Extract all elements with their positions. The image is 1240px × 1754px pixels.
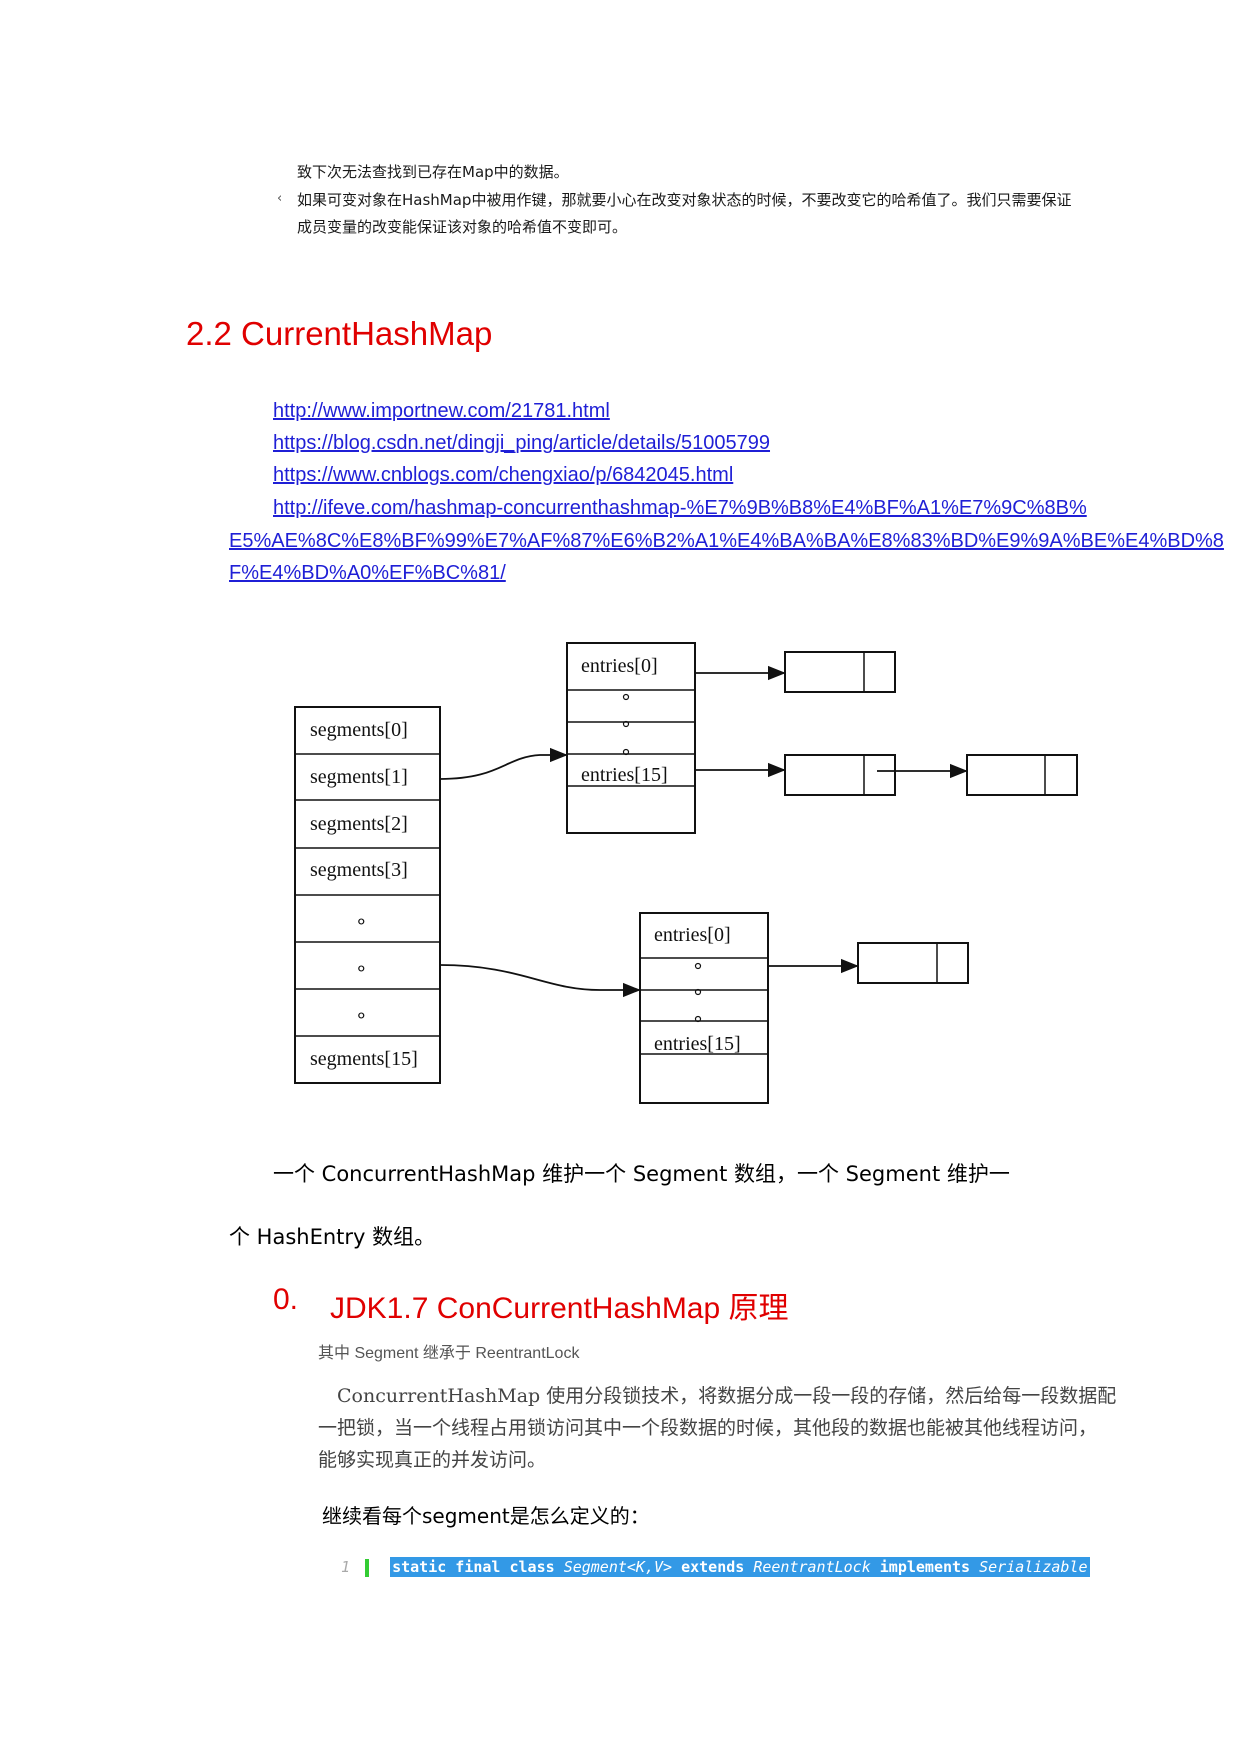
heading-jdk17: JDK1.7 ConCurrentHashMap 原理 [330,1292,789,1325]
note-line-3: 成员变量的改变能保证该对象的哈希值不变即可。 [297,218,628,236]
node-b-0 [857,942,969,984]
arrow-segment1-to-table-a [439,747,568,780]
description-line-1: 一个 ConcurrentHashMap 维护一个 Segment 数组，一个 … [273,1162,1010,1186]
note-line-2: 如果可变对象在HashMap中被用作键，那就要小心在改变对象状态的时候，不要改变… [297,191,1072,209]
body-line-3: 能够实现真正的并发访问。 [318,1449,547,1471]
code-highlight: static final class Segment<K,V> extends … [390,1557,1090,1577]
link-csdn[interactable]: https://blog.csdn.net/dingji_ping/articl… [273,432,771,454]
link-ifeve-part-2[interactable]: E5%AE%8C%E8%BF%99%E7%AF%87%E6%B2%A1%E4%B… [229,530,1224,552]
heading-number: 0. [273,1283,299,1316]
bullet-marker: ‹ [277,191,283,206]
code-keyword-modifiers: static final class [392,1558,555,1576]
segment-ellipsis-2: ∘ [355,958,368,980]
code-keyword-extends: extends [681,1558,745,1576]
description-line-2: 个 HashEntry 数组。 [229,1225,436,1249]
code-line-number: 1 [341,1558,351,1576]
segment-ellipsis-3: ∘ [355,1005,368,1027]
link-ifeve-part-1[interactable]: http://ifeve.com/hashmap-concurrenthashm… [273,497,1087,519]
inheritance-note: 其中 Segment 继承于 ReentrantLock [318,1345,580,1362]
segment-label-0: segments[0] [310,719,408,741]
segment-label-2: segments[2] [310,813,408,835]
link-cnblogs[interactable]: https://www.cnblogs.com/chengxiao/p/6842… [273,464,734,486]
code-snippet: 1 static final class Segment<K,V> extend… [341,1557,1090,1577]
segment-label-1: segments[1] [310,766,408,788]
entries-table-a: entries[0] entries[15] [566,642,696,834]
body-line-2: 一把锁，当一个线程占用锁访问其中一个段数据的时候，其他段的数据也能被其他线程访问… [318,1417,1098,1439]
table-a-entry-15: entries[15] [581,764,668,786]
code-keyword-implements: implements [879,1558,971,1576]
section-title: 2.2 CurrentHashMap [186,315,493,352]
node-a-15-first [784,754,896,796]
node-a-15-second [966,754,1078,796]
node-a-0 [784,651,896,693]
link-importnew[interactable]: http://www.importnew.com/21781.html [273,400,610,422]
segment-label-3: segments[3] [310,859,408,881]
segment-label-15: segments[15] [310,1048,418,1070]
code-class-name: Segment<K,V> [563,1558,673,1576]
code-interface: Serializable [979,1558,1088,1576]
segment-definition-heading: 继续看每个segment是怎么定义的： [322,1504,650,1528]
table-b-entry-15: entries[15] [654,1033,741,1055]
entries-table-b: entries[0] entries[15] [639,912,769,1104]
code-superclass: ReentrantLock [753,1558,871,1576]
table-b-entry-0: entries[0] [654,924,731,946]
note-line-1: 致下次无法查找到已存在Map中的数据。 [297,163,569,181]
segment-ellipsis-1: ∘ [355,911,368,933]
arrow-segment-to-table-b [439,964,641,998]
link-ifeve-part-3[interactable]: F%E4%BD%A0%EF%BC%81/ [229,562,506,584]
table-a-entry-0: entries[0] [581,655,658,677]
body-line-1: ConcurrentHashMap 使用分段锁技术，将数据分成一段一段的存储，然… [337,1385,1117,1407]
segments-array: segments[0] segments[1] segments[2] segm… [294,706,441,1084]
code-line-marker [365,1558,370,1577]
